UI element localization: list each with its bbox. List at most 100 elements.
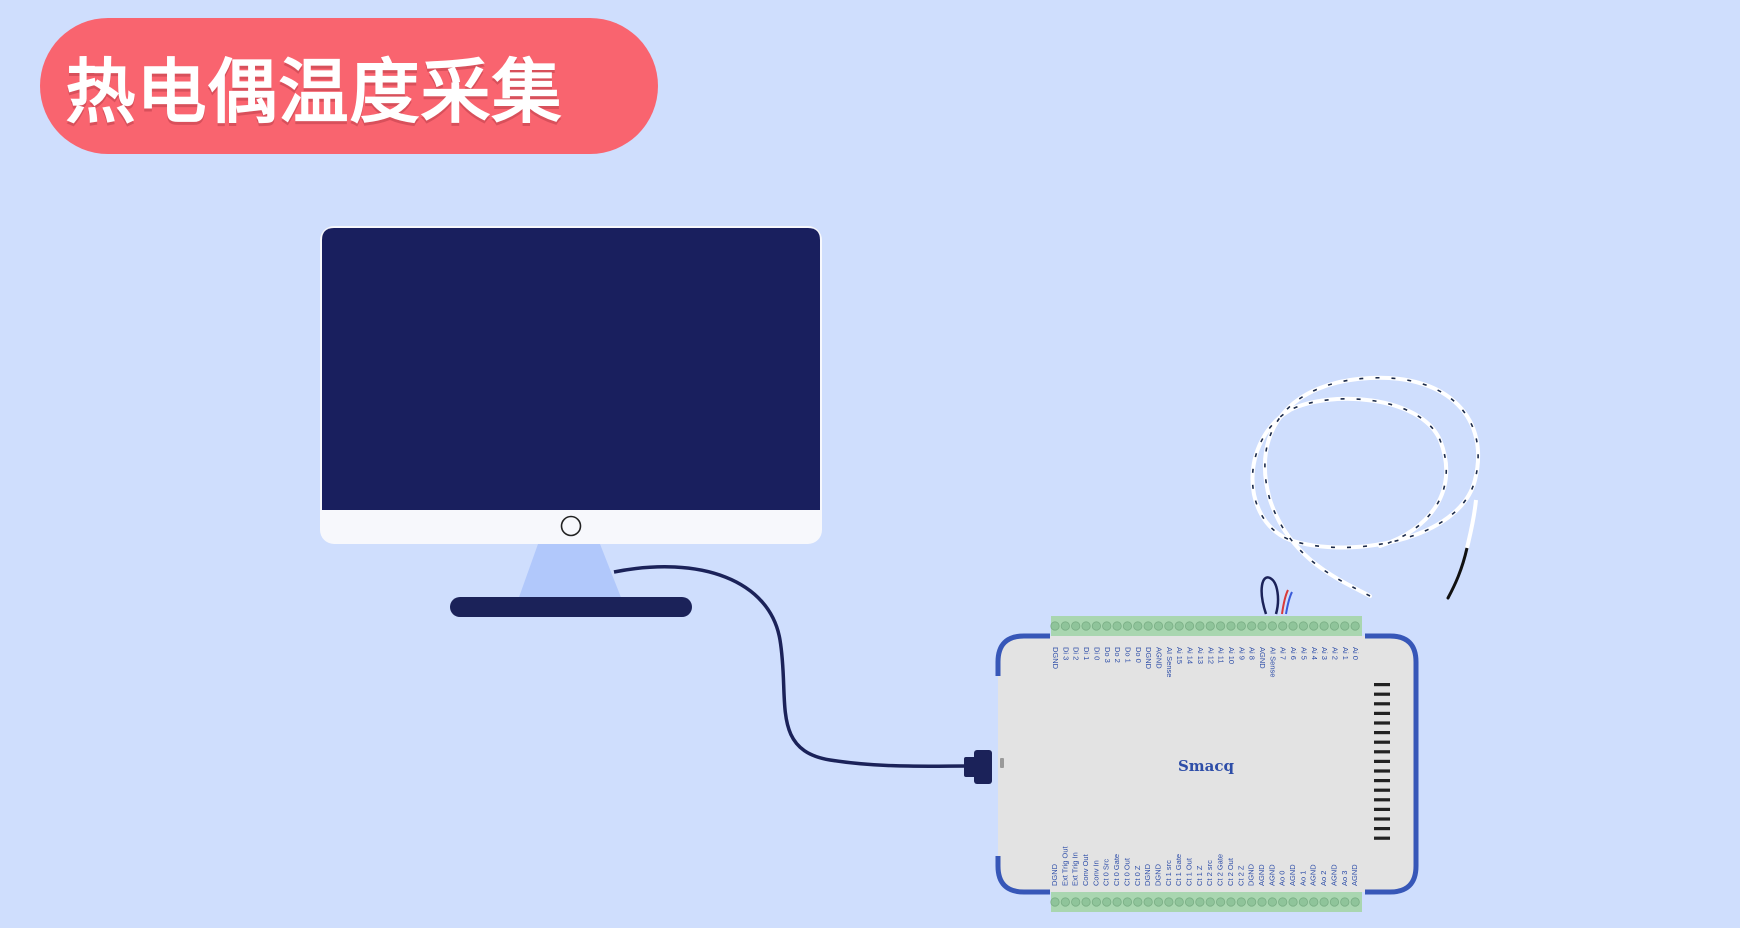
terminal-label: Di 0 xyxy=(1092,647,1101,660)
terminal-screw xyxy=(1112,897,1122,907)
terminal-label: Ct 2 Gate xyxy=(1216,854,1225,886)
terminal-screw xyxy=(1216,897,1226,907)
terminal-screw xyxy=(1195,897,1205,907)
terminal-label: AGND xyxy=(1155,647,1164,669)
thermocouple-lead-loop xyxy=(1260,576,1280,615)
terminal-label: Ct 0 Z xyxy=(1133,865,1142,886)
terminal-label: Ai 10 xyxy=(1227,647,1236,664)
vent-slot xyxy=(1374,702,1390,706)
terminal-label: Ai 4 xyxy=(1310,647,1319,660)
vent-slot xyxy=(1374,836,1390,840)
terminal-label: Ct 0 Gate xyxy=(1112,854,1121,886)
terminal-label: DGND xyxy=(1050,863,1059,886)
terminal-screw xyxy=(1164,621,1174,631)
vent-slot xyxy=(1374,692,1390,696)
terminal-label: Ai 14 xyxy=(1186,647,1195,664)
vent-slot xyxy=(1374,759,1390,763)
terminal-screw xyxy=(1122,621,1133,631)
device-corner-tl xyxy=(995,633,1050,676)
terminal-label: Ct 2 src xyxy=(1205,860,1214,886)
terminal-label: Ao 1 xyxy=(1298,871,1307,886)
terminal-label: Ct 2 Z xyxy=(1236,865,1245,886)
terminal-screw xyxy=(1319,621,1329,631)
terminal-screw xyxy=(1091,897,1102,907)
terminal-screw xyxy=(1071,897,1081,907)
terminal-label: AGND xyxy=(1257,864,1266,886)
vent-slot xyxy=(1374,779,1390,783)
device-vents xyxy=(1374,683,1390,840)
vent-slot xyxy=(1374,807,1390,811)
terminal-label: Di 3 xyxy=(1061,647,1070,660)
terminal-screw xyxy=(1060,897,1070,907)
terminal-screw xyxy=(1298,897,1309,907)
terminal-label: Ct 1 Gate xyxy=(1174,854,1183,886)
terminal-label: Ao 3 xyxy=(1340,871,1349,886)
terminal-label: AI Sense xyxy=(1165,647,1174,677)
vent-slot xyxy=(1374,750,1390,754)
terminal-label: Ai 11 xyxy=(1217,647,1226,664)
terminal-screw xyxy=(1133,897,1143,907)
terminal-screw xyxy=(1050,621,1060,631)
terminal-screw xyxy=(1298,621,1309,631)
terminal-label: Ct 2 Out xyxy=(1226,857,1235,886)
terminal-screw xyxy=(1112,621,1122,631)
terminal-label: Ai 6 xyxy=(1289,647,1298,660)
terminal-screw xyxy=(1340,621,1350,631)
thermocouple-probe-tip xyxy=(1446,546,1469,600)
monitor-screen xyxy=(322,228,820,510)
terminal-screw xyxy=(1050,897,1060,907)
terminal-label: Ct 1 Out xyxy=(1185,857,1194,886)
terminal-label: Ct 0 Out xyxy=(1122,857,1131,886)
terminal-screw xyxy=(1340,897,1350,907)
terminal-label: Ai 13 xyxy=(1196,647,1205,664)
terminal-screw xyxy=(1288,621,1298,631)
terminal-label: Conv In xyxy=(1091,860,1100,886)
terminal-screw xyxy=(1288,897,1298,907)
usb-plug xyxy=(974,750,992,784)
terminal-label: Do 1 xyxy=(1123,647,1132,663)
terminal-screw xyxy=(1164,897,1174,907)
terminal-screw xyxy=(1236,897,1246,907)
terminal-label: DGND xyxy=(1247,863,1256,886)
terminal-label: Ct 1 src xyxy=(1164,860,1173,886)
usb-cable xyxy=(613,565,969,768)
terminal-label: Ao 2 xyxy=(1319,871,1328,886)
terminal-screw xyxy=(1060,621,1070,631)
device-brand-label: Smacq xyxy=(1178,757,1235,775)
terminal-label: Do 0 xyxy=(1134,647,1143,663)
terminal-screw xyxy=(1278,621,1288,631)
terminal-label: AGND xyxy=(1258,647,1267,669)
terminal-label: AGND xyxy=(1288,864,1297,886)
terminal-screw xyxy=(1122,897,1133,907)
terminal-screw xyxy=(1278,897,1288,907)
device-body xyxy=(998,636,1416,892)
terminal-label: Ai 3 xyxy=(1320,647,1329,660)
terminal-screw xyxy=(1226,621,1236,631)
terminal-label: Ai 0 xyxy=(1351,647,1360,660)
terminal-label: Ai 9 xyxy=(1237,647,1246,660)
terminal-label: Ai 7 xyxy=(1279,647,1288,660)
terminal-label: Ct 1 Z xyxy=(1195,865,1204,886)
terminal-screw xyxy=(1329,621,1340,631)
terminal-screw xyxy=(1153,621,1164,631)
terminal-label: Ai 5 xyxy=(1299,647,1308,660)
terminal-label: Ext Trig Out xyxy=(1060,845,1069,886)
terminal-screw xyxy=(1309,621,1319,631)
terminal-label: Ai 1 xyxy=(1341,647,1350,660)
terminal-screw xyxy=(1247,897,1257,907)
vent-slot xyxy=(1374,817,1390,821)
vent-slot xyxy=(1374,788,1390,792)
terminal-screws-top xyxy=(1050,621,1360,631)
terminal-label: Ai 15 xyxy=(1175,647,1184,664)
terminal-screw xyxy=(1205,621,1215,631)
thermocouple-probe-sleeve xyxy=(1465,499,1478,549)
terminal-label: Ct 0 Src xyxy=(1102,859,1111,886)
terminal-screw xyxy=(1350,621,1360,631)
terminal-label: AI Sense xyxy=(1268,647,1277,677)
terminal-screw xyxy=(1143,897,1153,907)
thermocouple-wire-stitching xyxy=(1251,377,1479,597)
terminal-label: AGND xyxy=(1329,864,1338,886)
device-side-right xyxy=(1365,633,1419,895)
